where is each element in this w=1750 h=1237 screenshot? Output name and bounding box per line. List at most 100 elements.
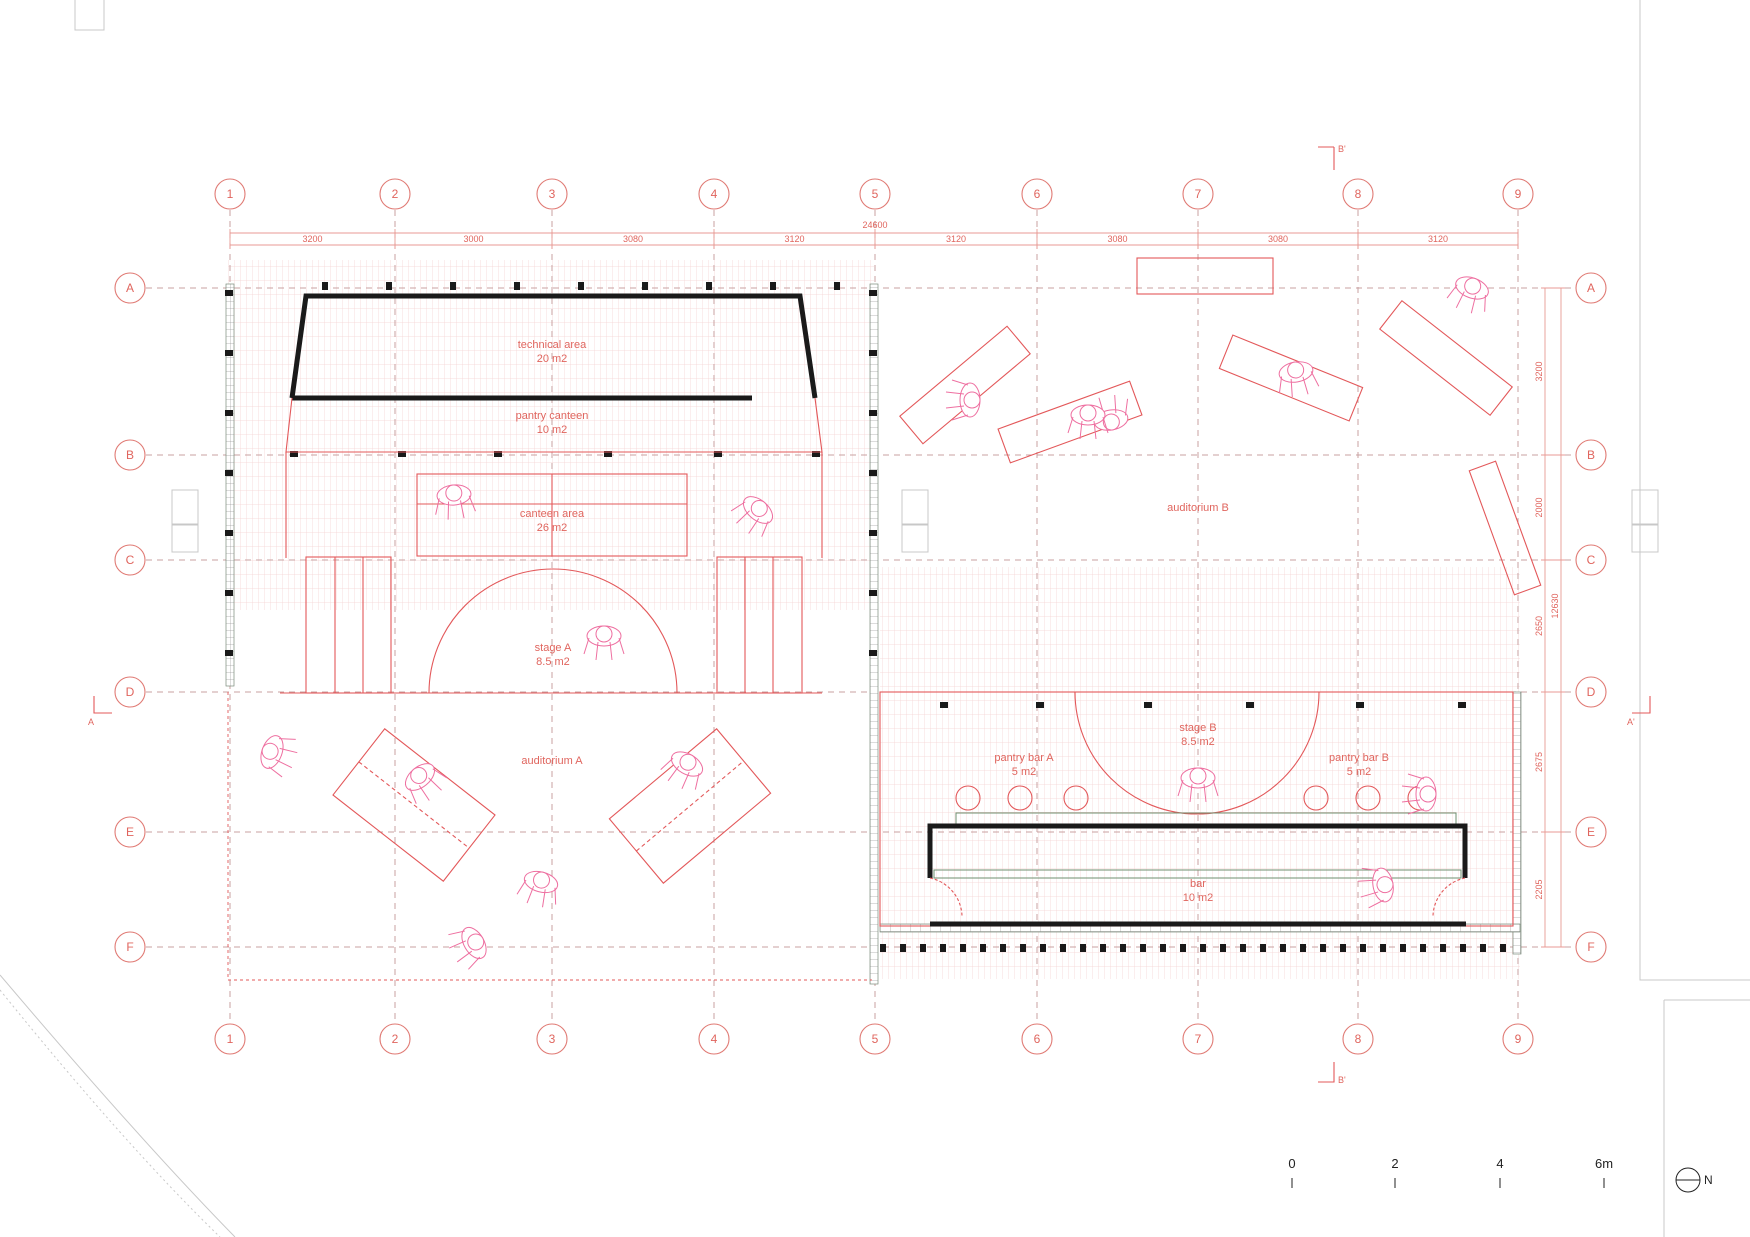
facade-post (869, 650, 877, 656)
room-area-pantry-bar-A: 5 m2 (1012, 766, 1036, 778)
facade-post (869, 410, 877, 416)
room-name-canteen-area: canteen area (520, 508, 585, 520)
facade-post (398, 451, 406, 457)
facade-post (494, 451, 502, 457)
grid-bubble-top-5: 5 (859, 178, 891, 210)
grid-bubble-right-f: F (1575, 931, 1607, 963)
person-figure (660, 751, 704, 790)
facade-post (1040, 944, 1046, 952)
facade-post (706, 282, 712, 290)
svg-text:8: 8 (1355, 187, 1362, 201)
dim-span-top: 3200 (302, 234, 322, 244)
svg-text:F: F (1587, 940, 1594, 954)
scale-bar: 0 2 4 6m (1288, 1156, 1613, 1188)
person-figure (1401, 773, 1437, 815)
dim-span-top: 3080 (1268, 234, 1288, 244)
svg-text:E: E (1587, 825, 1595, 839)
svg-text:F: F (126, 940, 133, 954)
grid-bubble-right-b: B (1575, 439, 1607, 471)
facade-post (1000, 944, 1006, 952)
dim-right-total: 12630 (1550, 593, 1560, 618)
room-name-stage-A: stage A (535, 642, 572, 654)
scale-label-0: 0 (1288, 1156, 1295, 1171)
facade-post (1458, 702, 1466, 708)
grid-bubble-top-8: 8 (1342, 178, 1374, 210)
facade-post (322, 282, 328, 290)
north-label: N (1704, 1173, 1713, 1187)
facade-post (770, 282, 776, 290)
room-name-bar: bar (1190, 878, 1206, 890)
grid-bubble-top-3: 3 (536, 178, 568, 210)
person-figure (730, 496, 774, 537)
room-name-auditorium-B: auditorium B (1167, 502, 1229, 514)
svg-text:5: 5 (872, 1032, 879, 1046)
section-mark-a-left: A (88, 696, 112, 727)
section-a-right-label: A' (1627, 717, 1635, 727)
grid-bubble-right-a: A (1575, 272, 1607, 304)
grid-bubble-bottom-8: 8 (1342, 1023, 1374, 1055)
north-arrow-icon: N (1675, 1167, 1713, 1193)
svg-text:2: 2 (392, 187, 399, 201)
facade-post (869, 530, 877, 536)
facade-post (1440, 944, 1446, 952)
room-name-stage-B: stage B (1179, 722, 1216, 734)
room-area-canteen-area: 26 m2 (537, 522, 568, 534)
dim-span-top: 3000 (463, 234, 483, 244)
room-area-pantry-bar-B: 5 m2 (1347, 766, 1371, 778)
room-area-stage-B: 8.5 m2 (1181, 736, 1215, 748)
stage-a-arc (428, 568, 678, 694)
svg-text:C: C (1587, 553, 1596, 567)
section-b-bottom-label: B' (1338, 1075, 1346, 1085)
person-figure (516, 870, 559, 908)
dim-span-right: 3200 (1534, 361, 1544, 381)
svg-text:4: 4 (711, 1032, 718, 1046)
facade-post (1356, 702, 1364, 708)
person-figure (1278, 361, 1320, 398)
facade-post (1020, 944, 1026, 952)
person-figure (260, 735, 298, 778)
facade-post (514, 282, 520, 290)
room-name-pantry-canteen: pantry canteen (516, 410, 589, 422)
svg-text:D: D (126, 685, 135, 699)
person-figure (1357, 867, 1394, 909)
facade-post (225, 590, 233, 596)
dim-overall: 24600 (862, 220, 887, 230)
svg-text:A: A (1587, 281, 1595, 295)
person-figure (435, 484, 476, 520)
room-name-pantry-bar-A: pantry bar A (994, 752, 1054, 764)
section-mark-a-right: A' (1627, 696, 1651, 727)
facade-post (812, 451, 820, 457)
svg-text:1: 1 (227, 1032, 234, 1046)
facade-post (1036, 702, 1044, 708)
section-mark-b-bottom: B' (1318, 1062, 1346, 1085)
left-module (171, 293, 1659, 981)
scale-label-6m: 6m (1595, 1156, 1613, 1171)
facade-post (834, 282, 840, 290)
facade-post (1100, 944, 1106, 952)
bottom-dashed-outline (227, 692, 872, 981)
facade-post (1120, 944, 1126, 952)
grid-bubble-bottom-7: 7 (1182, 1023, 1214, 1055)
facade-post (604, 451, 612, 457)
svg-text:E: E (126, 825, 134, 839)
facade-post (1180, 944, 1186, 952)
grid-bubble-right-d: D (1575, 676, 1607, 708)
svg-text:7: 7 (1195, 1032, 1202, 1046)
facade-post (960, 944, 966, 952)
facade-post (920, 944, 926, 952)
section-b-top-label: B' (1338, 144, 1346, 154)
facade-post (225, 410, 233, 416)
grid-bubble-right-c: C (1575, 544, 1607, 576)
facade-post (1220, 944, 1226, 952)
facade-post (290, 451, 298, 457)
grid-bubble-left-b: B (114, 439, 146, 471)
section-a-left-label: A (88, 717, 94, 727)
technical-area-walls (289, 293, 818, 399)
facade-post (642, 282, 648, 290)
facade-post (225, 650, 233, 656)
svg-text:3: 3 (549, 187, 556, 201)
grid-bubble-bottom-4: 4 (698, 1023, 730, 1055)
pantry-canteen-outline (285, 397, 823, 453)
